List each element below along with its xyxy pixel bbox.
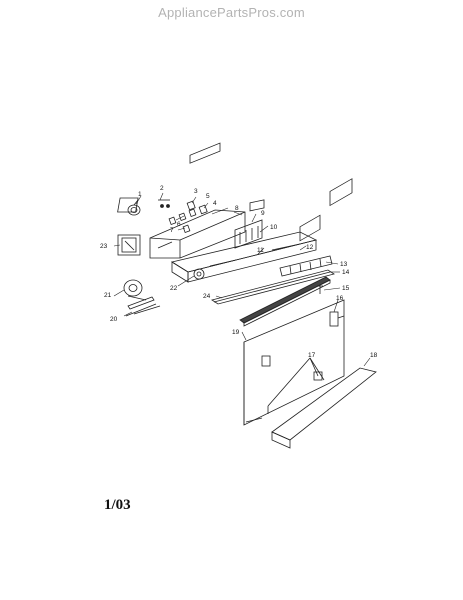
callout-22: 22 bbox=[170, 285, 178, 292]
callout-15: 15 bbox=[342, 285, 350, 292]
part-21-actuator bbox=[123, 279, 147, 301]
callout-9: 9 bbox=[261, 210, 265, 217]
callout-10: 10 bbox=[270, 224, 278, 231]
part-13-button-strip bbox=[279, 255, 333, 277]
part-18-liner bbox=[271, 178, 377, 449]
callout-17: 17 bbox=[308, 352, 316, 359]
callout-13: 13 bbox=[340, 261, 348, 268]
callout-11: 11 bbox=[257, 247, 264, 254]
callout-1: 1 bbox=[138, 191, 142, 198]
part-19-door-panel bbox=[243, 299, 345, 426]
callout-21: 21 bbox=[104, 292, 112, 299]
callout-23: 23 bbox=[100, 243, 108, 250]
callout-2: 2 bbox=[160, 185, 164, 192]
part-9-10-boards bbox=[234, 219, 263, 249]
part-2-switch bbox=[117, 197, 170, 213]
callout-6: 6 bbox=[177, 221, 181, 228]
callout-12: 12 bbox=[306, 244, 314, 251]
callout-19: 19 bbox=[232, 329, 240, 336]
part-23-timer bbox=[117, 234, 141, 256]
callout-18: 18 bbox=[370, 352, 378, 359]
callout-8: 8 bbox=[235, 205, 239, 212]
part-16-hinge bbox=[329, 311, 345, 327]
callout-20: 20 bbox=[110, 316, 118, 323]
part-1-knob bbox=[127, 199, 141, 216]
callout-5: 5 bbox=[206, 193, 210, 200]
part-14-trim-strip bbox=[211, 269, 335, 305]
part-20-wires bbox=[125, 296, 161, 317]
part-11-12-control-panel bbox=[170, 199, 318, 283]
callout-3: 3 bbox=[194, 188, 198, 195]
callout-7: 7 bbox=[170, 227, 174, 234]
callout-14: 14 bbox=[342, 269, 350, 276]
site-watermark: AppliancePartsPros.com bbox=[158, 5, 305, 20]
part-8-control-housing bbox=[149, 142, 246, 259]
part-17-brackets bbox=[261, 355, 325, 414]
part-15-screw bbox=[317, 285, 323, 294]
callout-4: 4 bbox=[213, 200, 217, 207]
callout-24: 24 bbox=[203, 293, 211, 300]
part-22-knob bbox=[193, 268, 205, 280]
date-code: 1/03 bbox=[104, 497, 131, 513]
callout-16: 16 bbox=[336, 295, 344, 302]
parts-3-7-buttons bbox=[168, 200, 208, 234]
part-24-gasket bbox=[239, 276, 331, 327]
